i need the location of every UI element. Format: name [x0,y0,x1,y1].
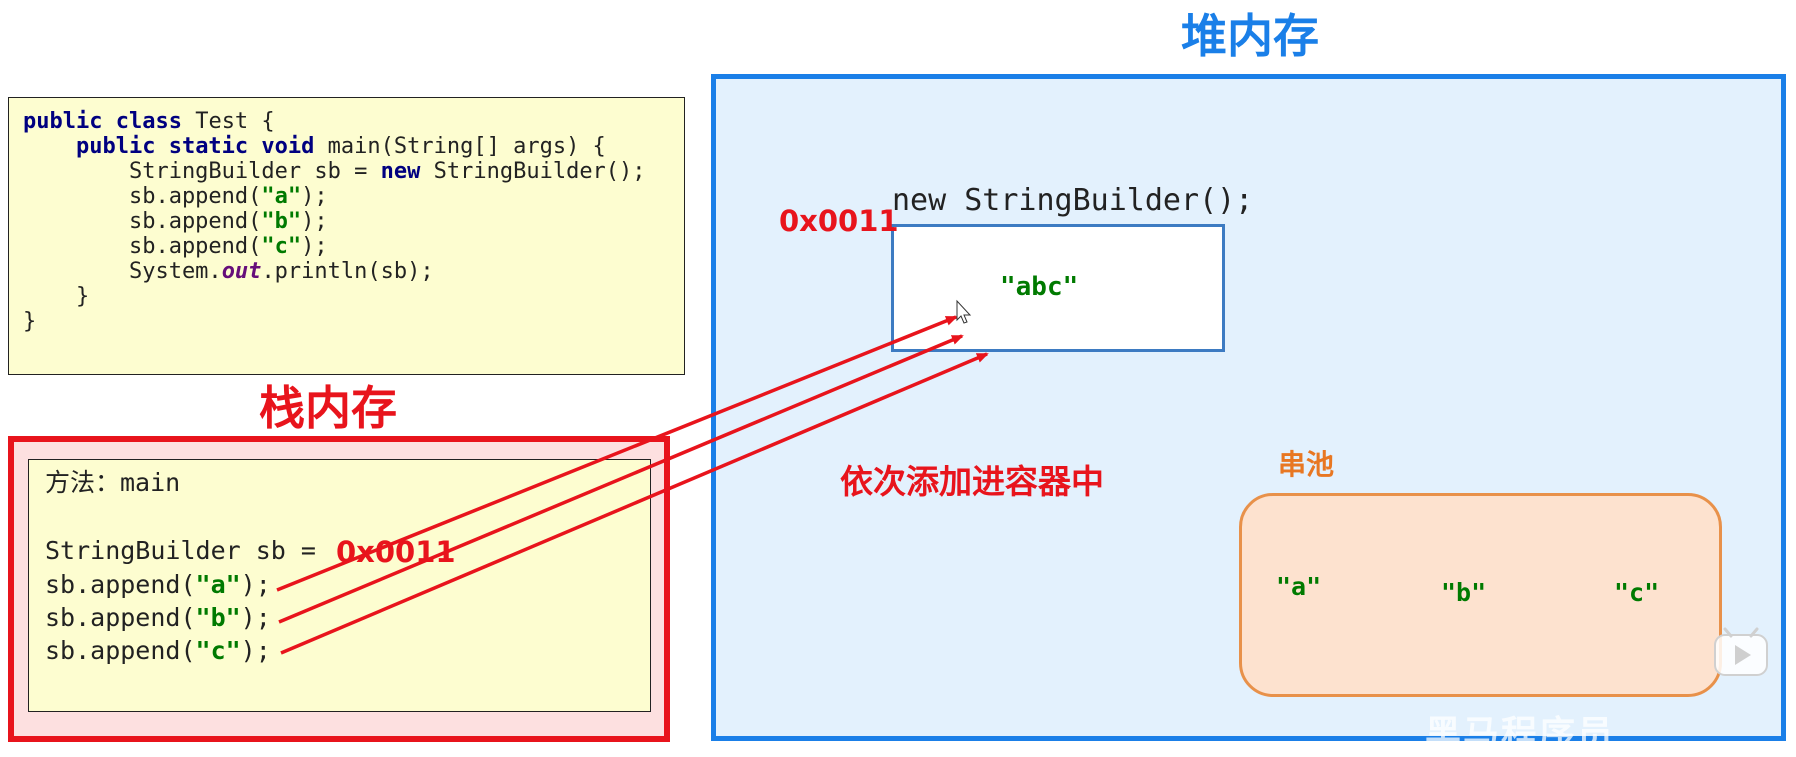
method-frame-main: 方法：main StringBuilder sb = sb.append("a"… [28,459,651,712]
heap-object-address: 0x0011 [779,204,899,238]
code-string-literal: "c" [195,636,241,665]
code-keyword: new [380,159,421,184]
code-text: sb.append( [23,184,262,209]
code-indent [23,134,76,159]
code-text: Test { [181,109,275,134]
code-text: ); [301,209,328,234]
string-pool-box [1239,493,1722,697]
code-text: ); [301,234,328,259]
frame-append-a: sb.append("a"); [45,569,271,601]
code-line-class: public class Test { [23,108,275,136]
play-icon[interactable] [1713,627,1769,677]
code-string-literal: "a" [195,570,241,599]
code-text: System. [23,259,222,284]
code-keyword: public static void [75,134,315,159]
code-line-close-class: } [23,309,37,334]
code-text: sb.append( [45,603,196,632]
code-keyword: public class [23,109,182,134]
frame-method-label: 方法：main [45,468,181,497]
code-text: ); [240,636,271,665]
code-text: ); [240,603,271,632]
code-string-literal: "a" [261,184,302,209]
watermark: 黑马程序员 [1425,714,1616,755]
code-text: ); [240,570,271,599]
code-line-close-method: } [23,284,90,309]
code-text: .println(sb); [261,259,434,284]
stack-reference-address: 0x0011 [336,535,456,569]
builder-contents: "abc" [1000,272,1079,302]
code-line-main: public static void main(String[] args) { [23,133,606,161]
pool-item-c: "c" [1614,578,1660,607]
pool-item-b: "b" [1441,578,1487,607]
code-text: StringBuilder(); [420,159,646,184]
heap-title: 堆内存 [1181,9,1319,63]
frame-append-c: sb.append("c"); [45,635,271,667]
frame-append-b: sb.append("b"); [45,602,271,634]
frame-declaration: StringBuilder sb = [45,536,331,565]
code-field: out [221,259,262,284]
code-text: sb.append( [23,209,262,234]
code-text: main(String[] args) { [314,134,606,159]
append-annotation: 依次添加进容器中 [840,462,1104,501]
code-line-append-b: sb.append("b"); [23,208,328,236]
code-string-literal: "c" [261,234,302,259]
code-line-append-c: sb.append("c"); [23,233,328,261]
code-line-append-a: sb.append("a"); [23,183,328,211]
code-text: ); [301,184,328,209]
code-text: sb.append( [45,636,196,665]
code-string-literal: "b" [261,209,302,234]
code-line-declaration: StringBuilder sb = new StringBuilder(); [23,158,646,186]
code-line-println: System.out.println(sb); [23,258,434,286]
source-code-box: public class Test { public static void m… [8,97,685,375]
code-text: StringBuilder sb = [23,159,381,184]
code-text: sb.append( [45,570,196,599]
pool-item-a: "a" [1276,572,1322,601]
code-text: sb.append( [23,234,262,259]
string-pool-label: 串池 [1278,448,1335,481]
code-string-literal: "b" [195,603,241,632]
stack-title: 栈内存 [259,381,397,435]
builder-constructor-label: new StringBuilder(); [892,183,1254,218]
